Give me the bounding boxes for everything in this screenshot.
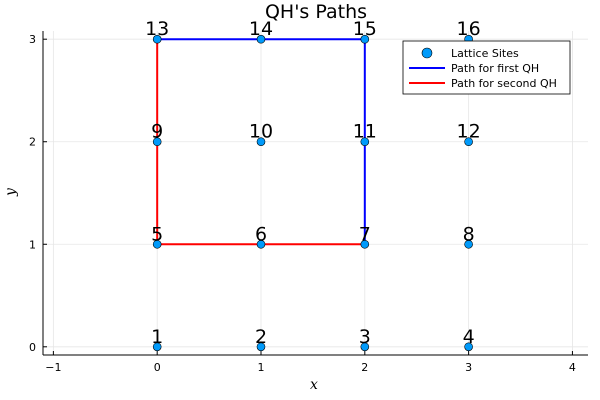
lattice-site-label: 16: [457, 18, 481, 40]
lattice-site-point: [360, 239, 370, 249]
legend-entry-label: Path for second QH: [451, 77, 557, 90]
lattice-site-point: [360, 137, 370, 147]
x-tick-label: 1: [258, 361, 265, 374]
point-layer: [152, 34, 473, 352]
lattice-site-label: 15: [353, 18, 377, 40]
lattice-site-point: [152, 34, 162, 44]
lattice-site-point: [256, 34, 266, 44]
lattice-site-label: 5: [151, 223, 163, 245]
lattice-site-point: [256, 342, 266, 352]
x-tick-label: −1: [45, 361, 61, 374]
x-tick-label: 4: [569, 361, 576, 374]
y-tick-label: 1: [29, 238, 36, 251]
lattice-site-point: [464, 137, 473, 147]
lattice-site-label: 6: [255, 223, 267, 245]
x-axis-label: x: [310, 377, 318, 393]
legend-entry-label: Path for first QH: [451, 62, 539, 75]
y-axis-label: y: [3, 187, 19, 197]
lattice-site-label: 8: [463, 223, 475, 245]
chart-title: QH's Paths: [265, 1, 367, 23]
y-tick-label: 2: [29, 136, 36, 149]
lattice-site-point: [360, 34, 370, 44]
lattice-site-point: [152, 137, 162, 147]
x-tick-label: 2: [361, 361, 368, 374]
lattice-site-point: [464, 239, 473, 249]
lattice-site-label: 7: [359, 223, 371, 245]
lattice-site-label: 13: [145, 18, 169, 40]
lattice-site-label: 12: [457, 121, 481, 143]
lattice-site-label: 11: [353, 121, 377, 143]
lattice-site-label: 2: [255, 326, 267, 348]
legend-marker-lattice-sites: [421, 47, 433, 59]
lattice-site-label: 10: [249, 121, 273, 143]
y-tick-label: 0: [29, 341, 36, 354]
lattice-site-point: [360, 342, 370, 352]
lattice-site-point: [464, 342, 473, 352]
x-tick-label: 0: [154, 361, 161, 374]
lattice-site-point: [152, 342, 162, 352]
lattice-site-label: 3: [359, 326, 371, 348]
y-tick-label: 3: [29, 33, 36, 46]
legend-entry-label: Lattice Sites: [451, 47, 519, 60]
lattice-site-label: 9: [151, 121, 163, 143]
lattice-site-label: 14: [249, 18, 273, 40]
lattice-site-label: 4: [463, 326, 475, 348]
lattice-site-label: 1: [151, 326, 163, 348]
lattice-site-point: [256, 239, 266, 249]
x-tick-label: 3: [465, 361, 472, 374]
lattice-site-point: [152, 239, 162, 249]
lattice-site-point: [256, 137, 266, 147]
